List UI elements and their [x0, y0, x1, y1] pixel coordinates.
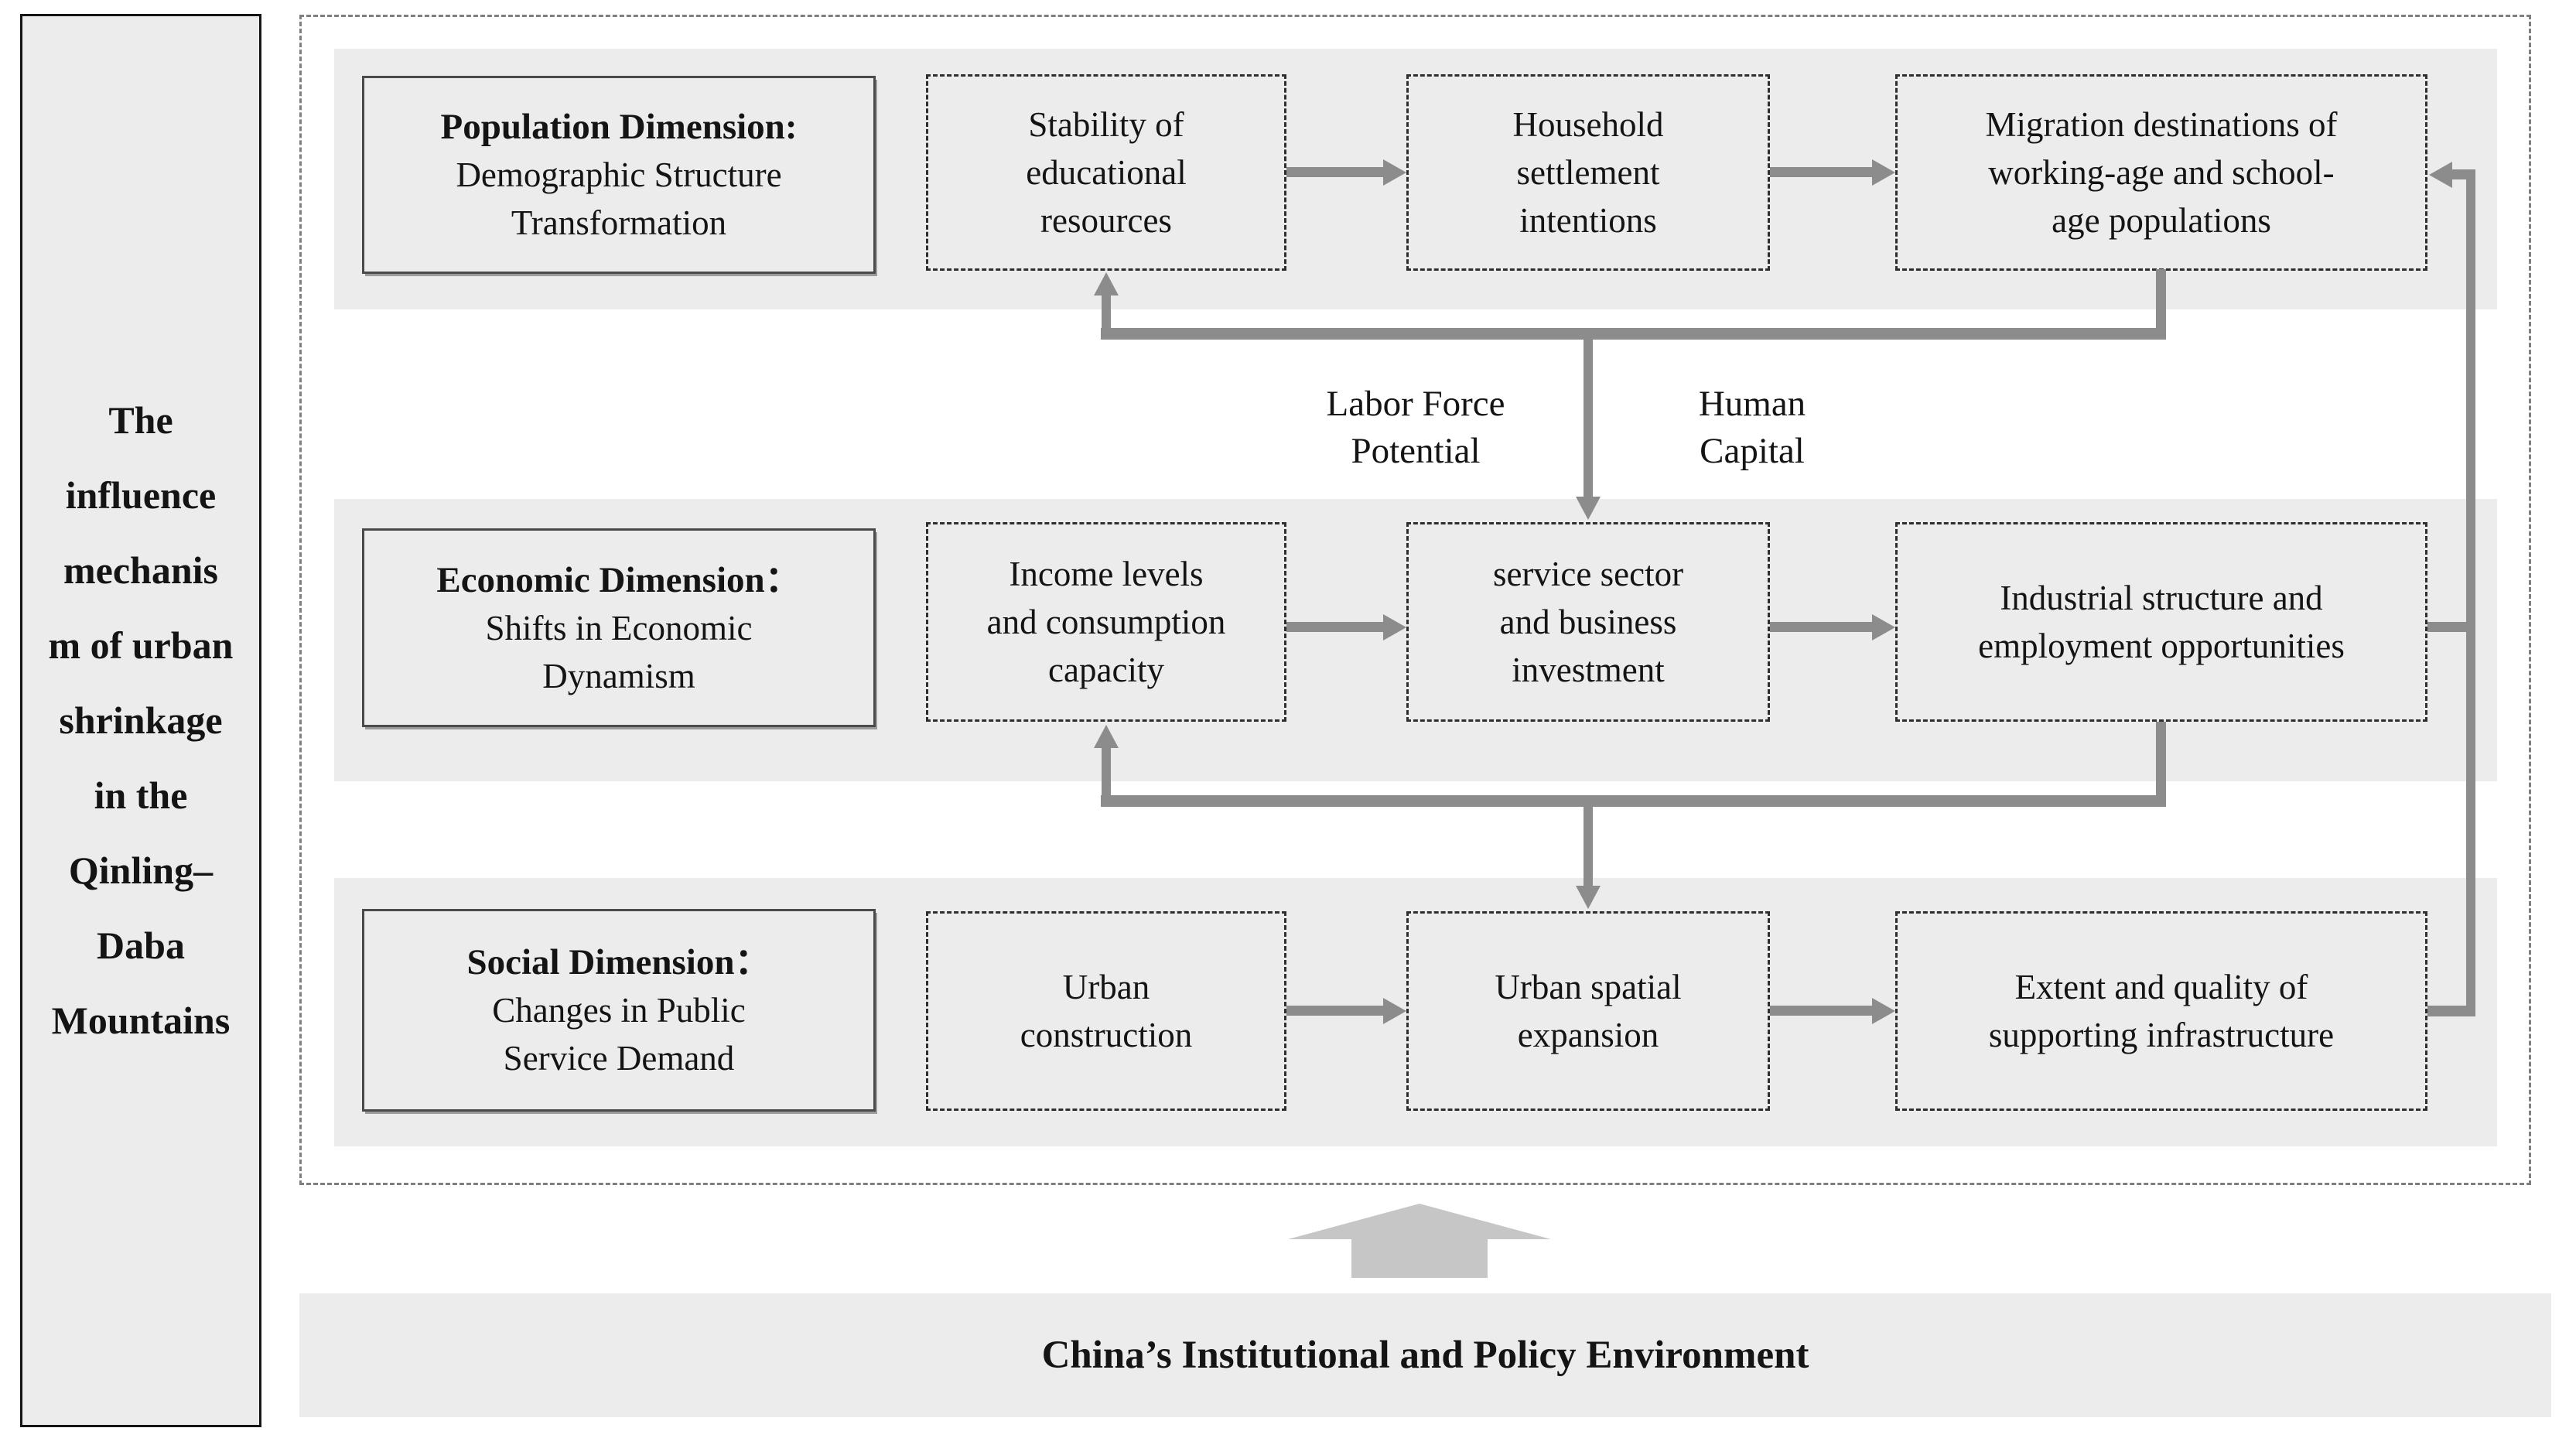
connector-feedback-to-stability-riser	[1102, 294, 1111, 331]
label-labor-force-potential: Labor Force Potential	[1326, 384, 1505, 471]
social-dimension-title: Social Dimension：	[466, 942, 771, 982]
box-urban-construction: Urban construction	[926, 911, 1286, 1111]
social-dimension-box: Social Dimension： Changes in Public Serv…	[362, 909, 876, 1112]
arrow-into-migration-head-icon	[2429, 162, 2452, 188]
connector-right-feedback-top-shaft	[2451, 169, 2469, 179]
arrow-service-to-industrial-shaft	[1770, 622, 1872, 632]
policy-environment-label: China’s Institutional and Policy Environ…	[1041, 1334, 1809, 1377]
sidebar-title-box: The influence mechanis m of urban shrink…	[20, 14, 261, 1427]
arrow-expansion-to-infrastructure-head-icon	[1872, 998, 1895, 1024]
connector-infrastructure-right-stub	[2427, 1006, 2468, 1016]
box-supporting-infrastructure: Extent and quality of supporting infrast…	[1895, 911, 2427, 1111]
box-stability-educational-resources: Stability of educational resources	[926, 74, 1286, 271]
arrow-service-to-industrial-head-icon	[1872, 614, 1895, 641]
up-block-arrow-body	[1351, 1238, 1488, 1278]
box-income-consumption: Income levels and consumption capacity	[926, 522, 1286, 722]
arrow-construction-to-expansion-head-icon	[1383, 998, 1406, 1024]
connector-feedback-to-income-riser	[1102, 746, 1111, 797]
connector-migration-drop	[2156, 269, 2166, 340]
sidebar-title: The influence mechanis m of urban shrink…	[48, 398, 234, 1042]
mechanism-container	[299, 15, 2531, 1185]
policy-environment-band: China’s Institutional and Policy Environ…	[299, 1293, 2551, 1417]
population-dimension-subtitle: Demographic Structure Transformation	[456, 155, 782, 242]
connector-row1-feedback-hline	[1101, 328, 2166, 340]
arrow-down-to-expansion-head-icon	[1576, 886, 1601, 909]
arrow-feedback-to-stability-head-icon	[1094, 272, 1119, 295]
social-dimension-subtitle: Changes in Public Service Demand	[492, 991, 746, 1078]
box-household-settlement-intentions: Household settlement intentions	[1406, 74, 1770, 271]
connector-down-to-service-shaft	[1584, 338, 1593, 498]
population-dimension-title: Population Dimension:	[440, 107, 798, 147]
economic-dimension-box: Economic Dimension： Shifts in Economic D…	[362, 528, 876, 727]
arrow-income-to-service-shaft	[1286, 622, 1383, 632]
label-human-capital: Human Capital	[1698, 384, 1806, 471]
connector-right-feedback-vline	[2466, 169, 2475, 1016]
arrow-stability-to-household-shaft	[1286, 167, 1383, 177]
box-service-sector-investment: service sector and business investment	[1406, 522, 1770, 722]
population-dimension-box: Population Dimension: Demographic Struct…	[362, 76, 876, 274]
connector-row2-feedback-hline	[1101, 795, 2166, 807]
connector-down-to-expansion-shaft	[1584, 805, 1593, 887]
economic-dimension-title: Economic Dimension：	[436, 559, 801, 600]
connector-industrial-right-stub	[2427, 622, 2468, 632]
arrow-down-to-service-head-icon	[1576, 497, 1601, 520]
arrow-construction-to-expansion-shaft	[1286, 1006, 1383, 1016]
box-industrial-structure-employment: Industrial structure and employment oppo…	[1895, 522, 2427, 722]
arrow-household-to-migration-shaft	[1770, 167, 1872, 177]
arrow-household-to-migration-head-icon	[1872, 159, 1895, 186]
arrow-income-to-service-head-icon	[1383, 614, 1406, 641]
box-migration-destinations: Migration destinations of working-age an…	[1895, 74, 2427, 271]
arrow-expansion-to-infrastructure-shaft	[1770, 1006, 1872, 1016]
connector-industrial-drop	[2156, 722, 2166, 795]
economic-dimension-subtitle: Shifts in Economic Dynamism	[485, 608, 753, 695]
arrow-stability-to-household-head-icon	[1383, 159, 1406, 186]
arrow-feedback-to-income-head-icon	[1094, 725, 1119, 748]
up-block-arrow-icon	[1288, 1204, 1551, 1239]
box-urban-spatial-expansion: Urban spatial expansion	[1406, 911, 1770, 1111]
